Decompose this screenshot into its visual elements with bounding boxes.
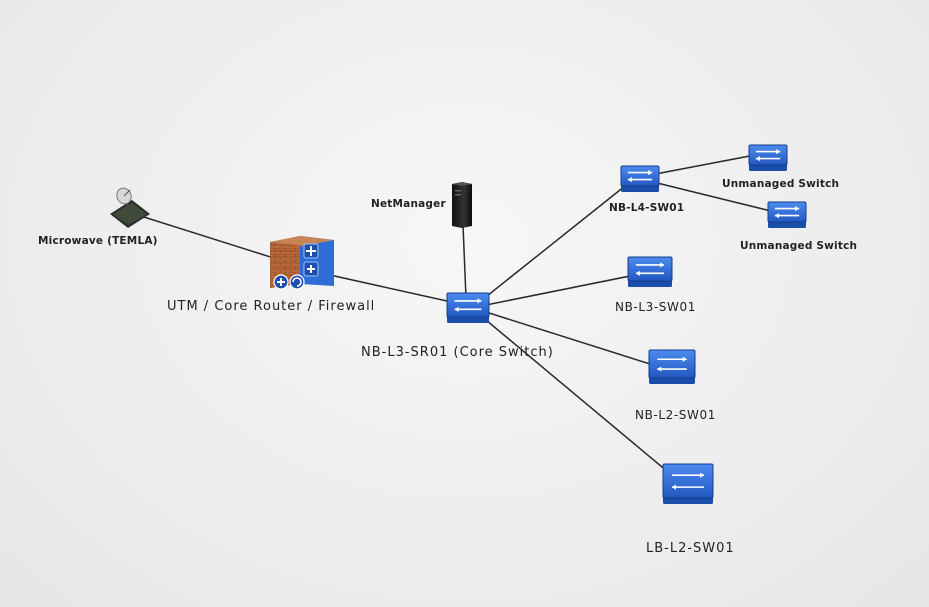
node-label-um1: Unmanaged Switch xyxy=(722,178,840,190)
link-microwave-utm xyxy=(127,211,281,261)
switch-icon[interactable] xyxy=(446,292,490,323)
link-core-l4 xyxy=(481,181,631,301)
node-label-l2: NB-L2-SW01 xyxy=(635,408,716,422)
link-l4-um1 xyxy=(644,154,756,177)
node-label-lb: LB-L2-SW01 xyxy=(646,541,735,556)
node-label-l3: NB-L3-SW01 xyxy=(615,300,696,314)
link-layer xyxy=(127,154,776,473)
link-core-l2 xyxy=(485,311,651,365)
link-core-lb xyxy=(479,314,669,473)
switch-icon[interactable] xyxy=(748,144,788,171)
link-netmanager-core xyxy=(462,224,467,299)
switch-icon[interactable] xyxy=(662,463,714,504)
node-label-microwave: Microwave (TEMLA) xyxy=(38,235,158,247)
switch-layer xyxy=(446,144,807,504)
node-label-l4: NB-L4-SW01 xyxy=(609,202,685,214)
node-label-netmanager: NetManager xyxy=(371,198,446,210)
node-label-core: NB-L3-SR01 (Core Switch) xyxy=(361,345,554,360)
switch-icon[interactable] xyxy=(767,201,807,228)
link-utm-core xyxy=(329,274,457,304)
router-firewall-icon[interactable] xyxy=(270,236,334,290)
node-label-utm: UTM / Core Router / Firewall xyxy=(167,299,376,314)
switch-icon[interactable] xyxy=(648,349,696,384)
switch-icon[interactable] xyxy=(627,256,673,287)
link-core-l3 xyxy=(485,273,641,306)
satellite-dish-icon[interactable] xyxy=(110,186,150,228)
server-tower-icon[interactable] xyxy=(452,182,472,228)
link-l4-um2 xyxy=(644,179,776,213)
switch-icon[interactable] xyxy=(620,165,660,192)
node-label-um2: Unmanaged Switch xyxy=(740,240,858,252)
